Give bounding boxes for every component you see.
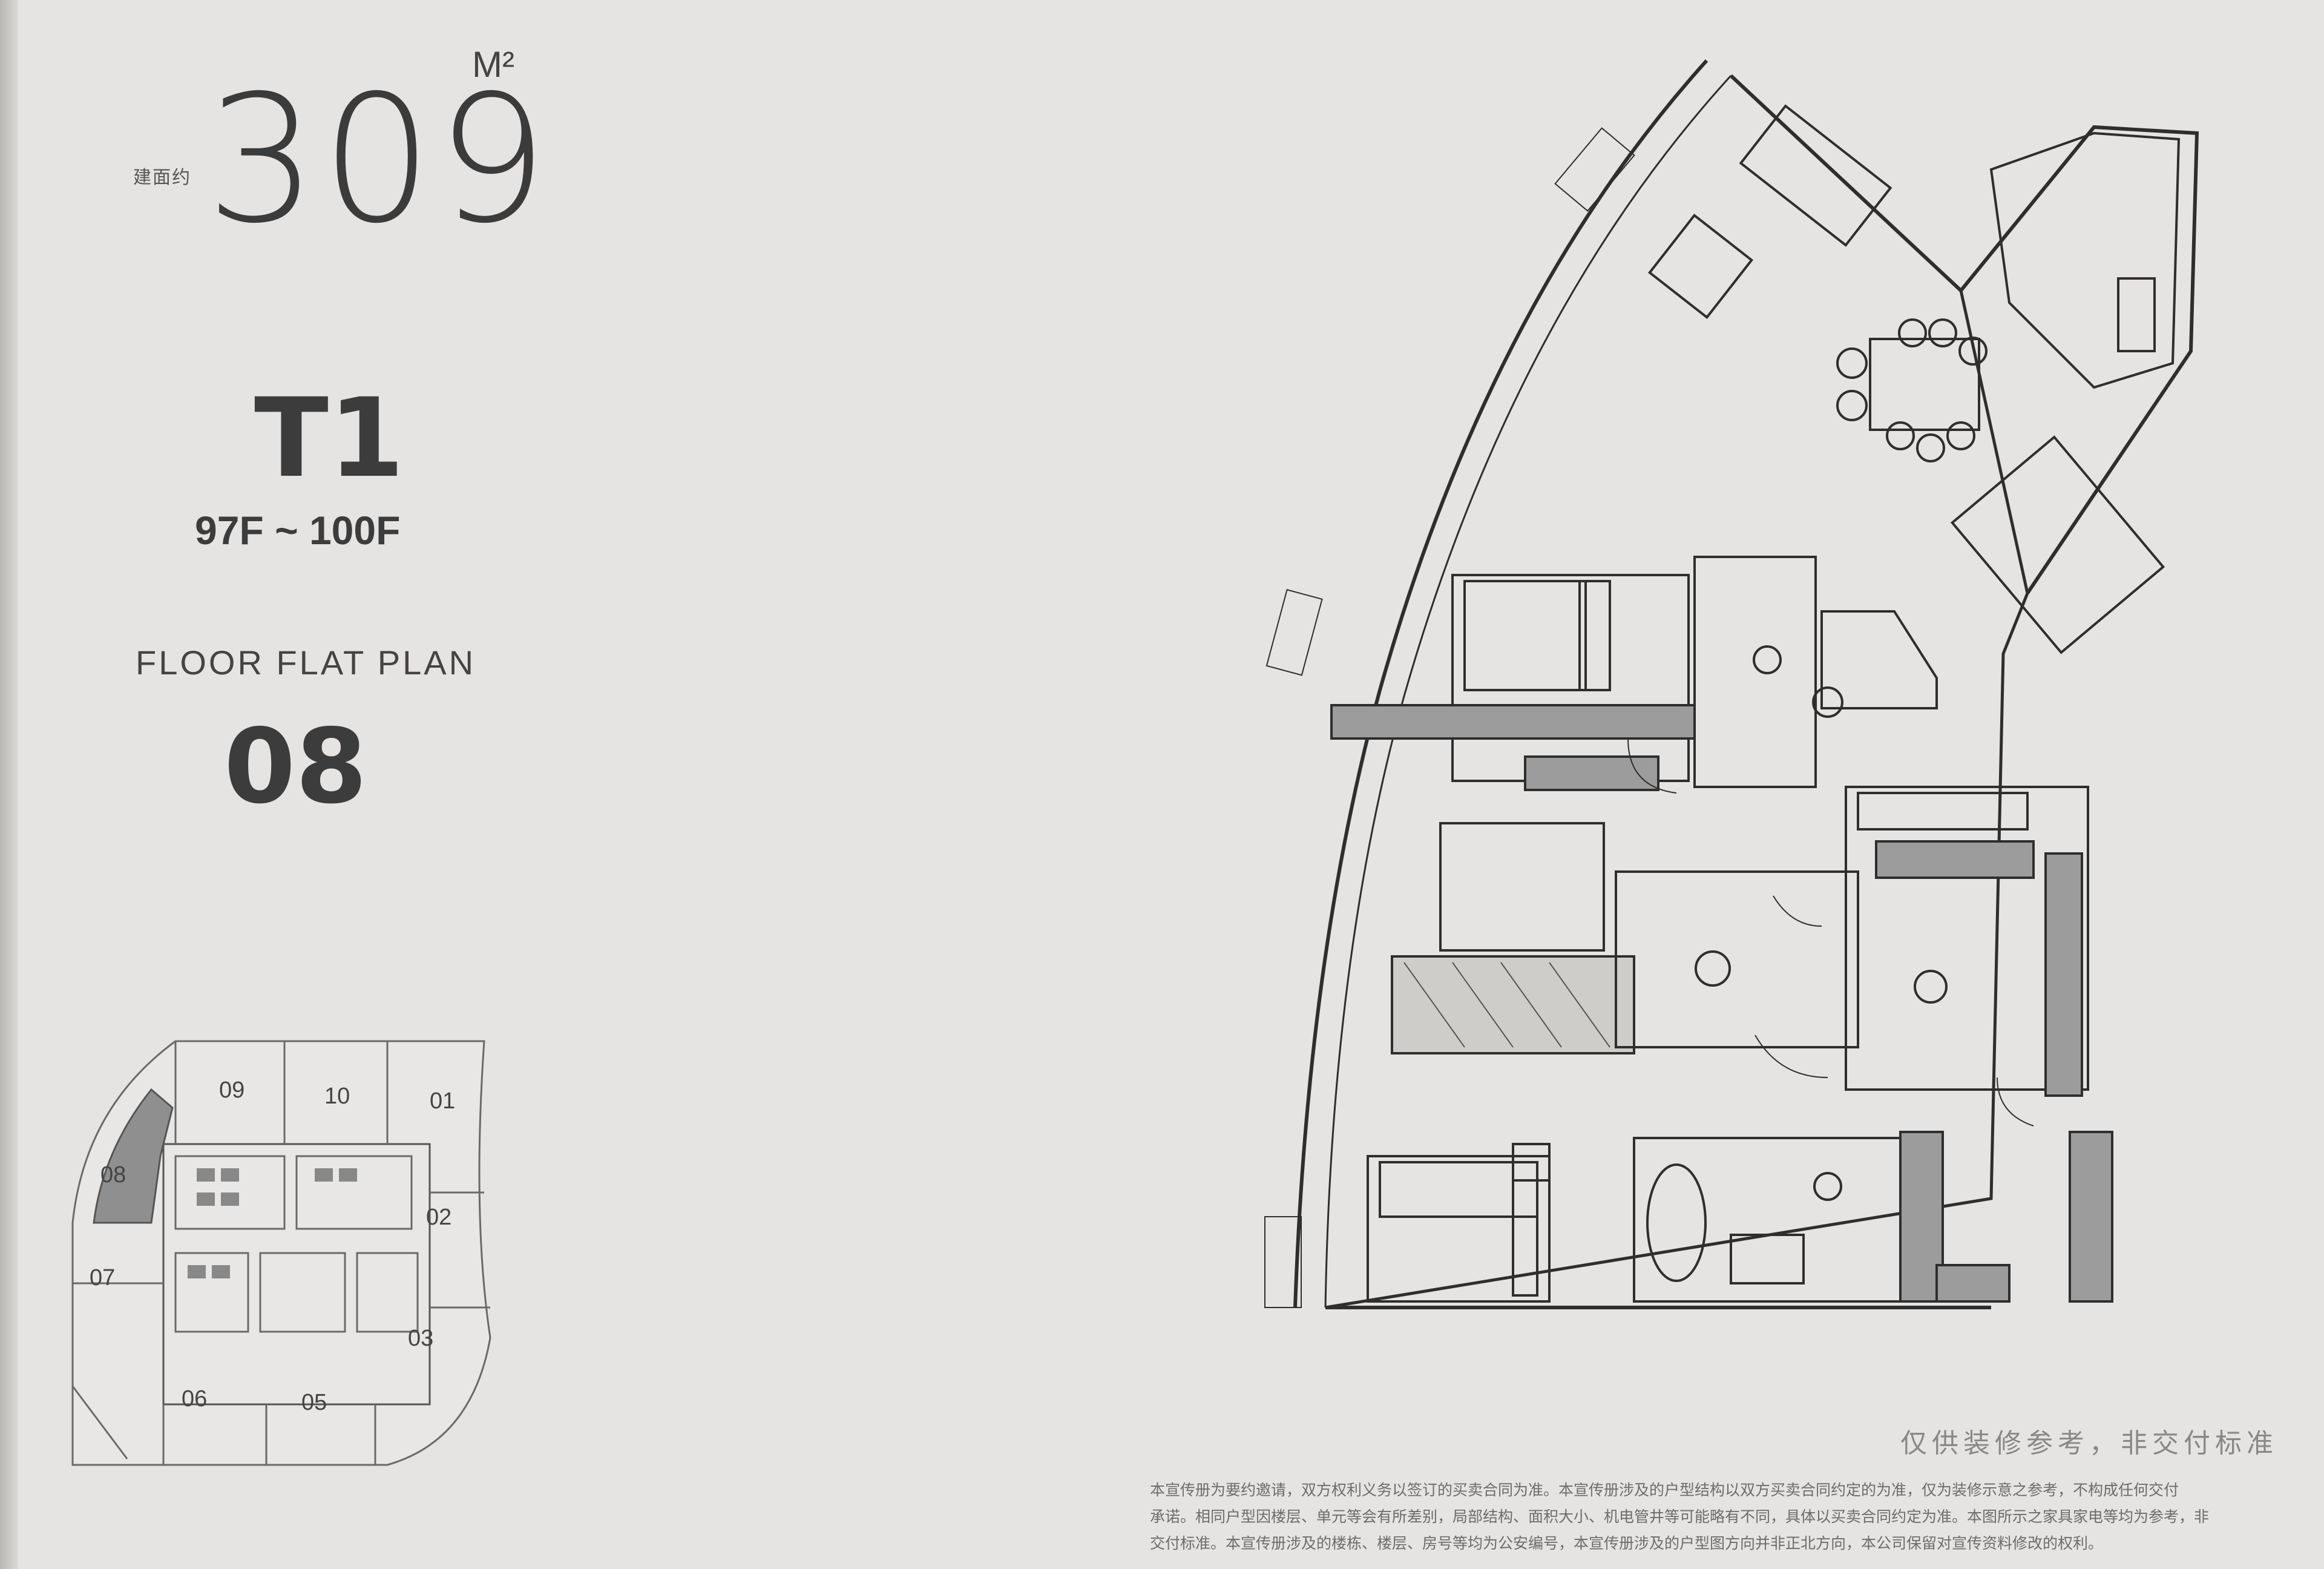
floor-plan-drawing (1264, 59, 2199, 1309)
key-plan-unit-06: 06 (182, 1386, 208, 1412)
area-value: 309 (206, 58, 552, 262)
key-plan-unit-05: 05 (301, 1390, 327, 1415)
unit-08-highlight (93, 1088, 174, 1224)
reference-note: 仅供装修参考，非交付标准 (1900, 1429, 2278, 1458)
key-plan-unit-02: 02 (426, 1205, 452, 1230)
floor-plan (1150, 48, 2239, 1356)
key-plan: 09 10 01 08 02 07 03 06 05 (48, 1023, 520, 1483)
floor-range: 97F ~ 100F (195, 508, 401, 553)
plan-label: FLOOR FLAT PLAN (136, 643, 476, 682)
area-label: 建面约 (133, 168, 191, 188)
page-edge (0, 0, 18, 1569)
tower-name: T1 (254, 375, 405, 502)
key-plan-unit-07: 07 (90, 1265, 116, 1291)
area-unit: M² (472, 44, 514, 85)
key-plan-unit-03: 03 (408, 1326, 434, 1351)
key-plan-unit-01: 01 (430, 1088, 456, 1114)
unit-number: 08 (224, 707, 367, 827)
key-plan-unit-09: 09 (219, 1077, 245, 1103)
key-plan-drawing (71, 1040, 491, 1466)
curved-facade (1293, 59, 1709, 1308)
disclaimer-text: 本宣传册为要约邀请，双方权利义务以签订的买卖合同为准。本宣传册涉及的户型结构以双… (1150, 1482, 2210, 1552)
key-plan-unit-08: 08 (100, 1162, 126, 1188)
key-plan-unit-10: 10 (324, 1084, 350, 1109)
